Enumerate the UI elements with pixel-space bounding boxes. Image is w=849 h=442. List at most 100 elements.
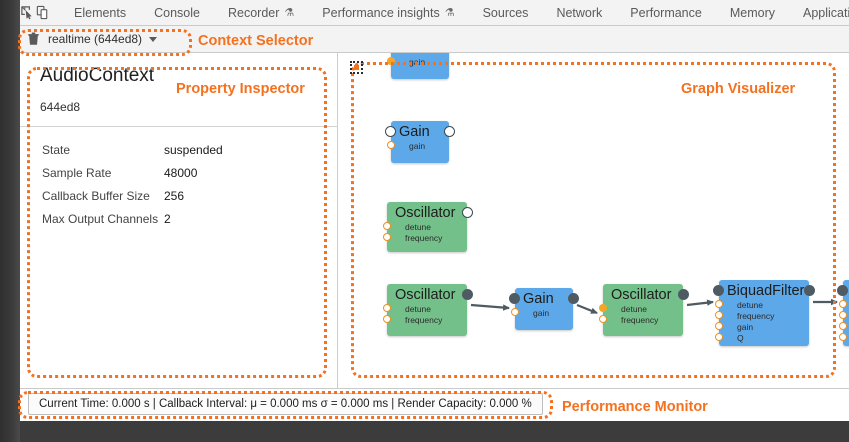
context-id: 644ed8 xyxy=(40,100,81,114)
tab-performance-insights[interactable]: Performance insights ⚗ xyxy=(308,0,468,26)
trash-icon[interactable] xyxy=(20,26,46,52)
inspect-element-icon[interactable] xyxy=(20,1,35,25)
graph-node-param-detune: detune xyxy=(737,300,763,310)
tab-performance-label: Performance xyxy=(630,5,702,20)
device-toolbar-icon[interactable] xyxy=(35,1,50,25)
property-key: Sample Rate xyxy=(42,166,112,180)
graph-node-param-frequency: frequency xyxy=(737,311,775,321)
context-selector-bar: realtime (644ed8) xyxy=(20,26,849,53)
tab-sources-label: Sources xyxy=(482,5,529,20)
annotation-label-graph-visualizer: Graph Visualizer xyxy=(681,81,796,97)
graph-visualizer-panel[interactable]: GaingainGaingainOscillatordetunefrequenc… xyxy=(339,53,849,388)
annotation-label-performance-monitor: Performance Monitor xyxy=(562,399,708,415)
graph-node-param-Q: Q xyxy=(737,333,744,343)
param-port-detune-icon[interactable] xyxy=(839,300,847,308)
devtools-panel: Elements Console Recorder ⚗ Performance … xyxy=(20,0,849,442)
graph-node-title: Gain xyxy=(399,124,430,140)
graph-node-title: BiquadFilter xyxy=(727,283,805,299)
param-port-gain-icon[interactable] xyxy=(715,322,723,330)
input-port-icon[interactable] xyxy=(837,285,848,296)
tab-network[interactable]: Network xyxy=(542,0,616,26)
property-key: Max Output Channels xyxy=(42,212,159,226)
webaudio-body: AudioContext 644ed8 State suspended Samp… xyxy=(20,53,849,388)
param-port-gain-icon[interactable] xyxy=(511,308,519,316)
output-port-icon[interactable] xyxy=(444,126,455,137)
tab-performance[interactable]: Performance xyxy=(616,0,716,26)
property-table: State suspended Sample Rate 48000 Callba… xyxy=(42,143,223,235)
param-port-frequency-icon[interactable] xyxy=(383,233,391,241)
tab-sources[interactable]: Sources xyxy=(469,0,543,26)
page-title: AudioContext xyxy=(40,65,155,86)
param-port-frequency-icon[interactable] xyxy=(839,311,847,319)
graph-node-title: Gain xyxy=(523,291,554,307)
graph-node-param-frequency: frequency xyxy=(405,233,443,243)
context-selector-dropdown[interactable]: realtime (644ed8) xyxy=(46,31,163,47)
output-port-icon[interactable] xyxy=(462,207,473,218)
param-port-detune-icon[interactable] xyxy=(599,304,607,312)
param-port-detune-icon[interactable] xyxy=(383,222,391,230)
tab-performance-insights-label: Performance insights xyxy=(322,5,440,20)
tab-memory-label: Memory xyxy=(729,5,775,20)
devtools-toolbar: Elements Console Recorder ⚗ Performance … xyxy=(20,0,849,26)
param-port-gain-icon[interactable] xyxy=(387,141,395,149)
output-port-icon[interactable] xyxy=(568,293,579,304)
input-port-icon[interactable] xyxy=(385,126,396,137)
devtools-tab-bar: Elements Console Recorder ⚗ Performance … xyxy=(60,0,849,26)
param-port-frequency-icon[interactable] xyxy=(715,311,723,319)
annotation-drag-handle[interactable] xyxy=(350,61,363,74)
property-value: 256 xyxy=(164,189,185,203)
tab-recorder[interactable]: Recorder ⚗ xyxy=(214,0,308,26)
input-port-icon[interactable] xyxy=(713,285,724,296)
param-port-detune-icon[interactable] xyxy=(383,304,391,312)
graph-node-param-detune: detune xyxy=(405,304,431,314)
tab-elements-label: Elements xyxy=(74,5,127,20)
param-port-frequency-icon[interactable] xyxy=(383,315,391,323)
tab-application-label: Application xyxy=(803,5,849,20)
flask-icon: ⚗ xyxy=(444,6,455,19)
param-port-gain-icon[interactable] xyxy=(839,322,847,330)
graph-node-title: Oscillator xyxy=(395,205,456,221)
property-key: State xyxy=(42,143,71,157)
graph-node-param-detune: detune xyxy=(405,222,431,232)
context-selector-value: realtime (644ed8) xyxy=(48,32,143,46)
property-key: Callback Buffer Size xyxy=(42,189,150,203)
param-port-Q-icon[interactable] xyxy=(839,333,847,341)
property-value: suspended xyxy=(164,143,223,157)
graph-node-param-gain: gain xyxy=(533,308,550,318)
performance-monitor-readout: Current Time: 0.000 s | Callback Interva… xyxy=(28,393,543,415)
tab-network-label: Network xyxy=(556,5,603,20)
divider xyxy=(20,126,338,127)
output-port-icon[interactable] xyxy=(462,289,473,300)
property-value: 2 xyxy=(164,212,171,226)
graph-node-param-frequency: frequency xyxy=(405,315,443,325)
tab-application[interactable]: Application xyxy=(789,0,849,26)
output-port-icon[interactable] xyxy=(678,289,689,300)
annotation-label-property-inspector: Property Inspector xyxy=(176,81,305,97)
graph-node-param-gain: gain xyxy=(409,57,426,67)
param-port-gain-icon[interactable] xyxy=(387,57,395,65)
flask-icon: ⚗ xyxy=(284,6,295,19)
graph-node-param-gain: gain xyxy=(737,322,754,332)
param-port-detune-icon[interactable] xyxy=(715,300,723,308)
param-port-Q-icon[interactable] xyxy=(715,333,723,341)
chevron-down-icon xyxy=(149,36,158,42)
param-port-frequency-icon[interactable] xyxy=(599,315,607,323)
table-row: State suspended xyxy=(42,143,223,166)
input-port-icon[interactable] xyxy=(509,293,520,304)
tab-console[interactable]: Console xyxy=(140,0,214,26)
tab-elements[interactable]: Elements xyxy=(60,0,140,26)
output-port-icon[interactable] xyxy=(804,285,815,296)
window-left-gutter xyxy=(0,0,20,442)
tab-memory[interactable]: Memory xyxy=(716,0,789,26)
table-row: Sample Rate 48000 xyxy=(42,166,223,189)
graph-node-param-detune: detune xyxy=(621,304,647,314)
